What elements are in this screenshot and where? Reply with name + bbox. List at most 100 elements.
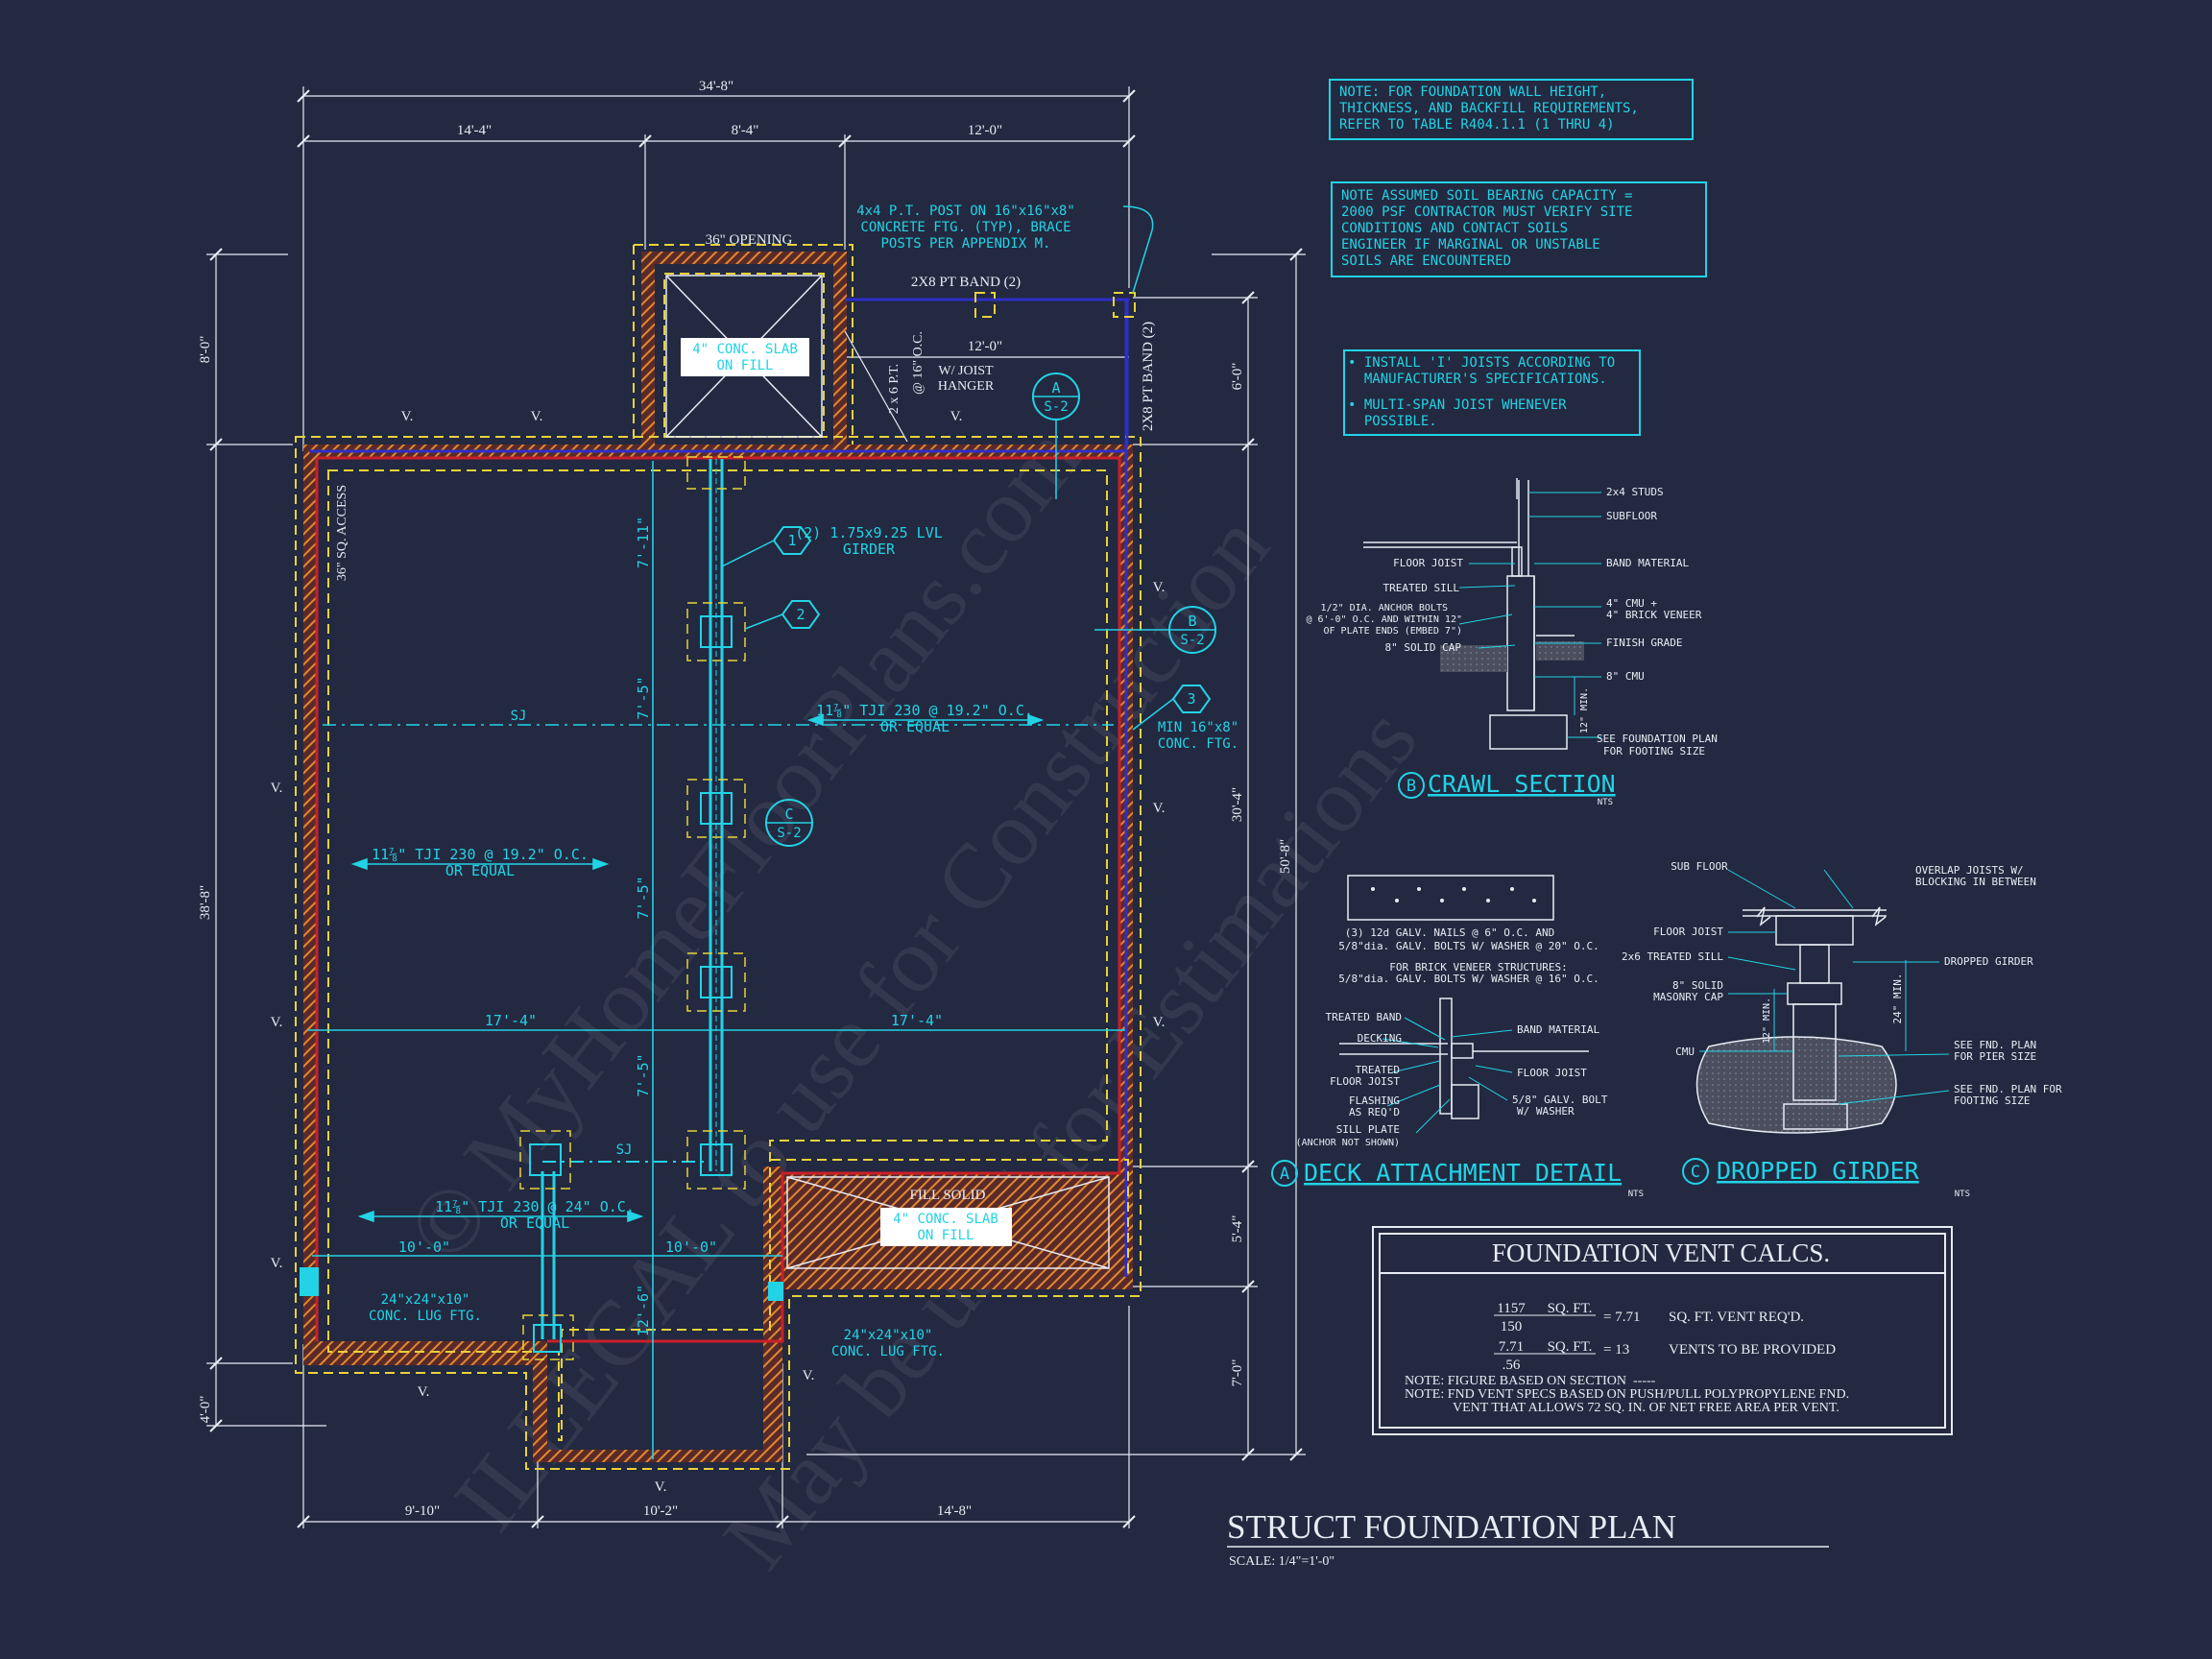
tag-3: 3 bbox=[1187, 690, 1195, 708]
crawl-label: TREATED SILL bbox=[1383, 582, 1460, 594]
tag-2: 2 bbox=[796, 606, 805, 623]
girder-label: 12" MIN. bbox=[1762, 998, 1772, 1044]
calc-1-den: 150 bbox=[1501, 1319, 1523, 1334]
vent-mark: V. bbox=[655, 1479, 667, 1495]
vent-mark: V. bbox=[950, 409, 963, 424]
girder-title-letter: C bbox=[1691, 1163, 1700, 1182]
joist-hanger-line-2: HANGER bbox=[938, 379, 995, 394]
dim-right-inner-4: 7'-0" bbox=[1230, 1359, 1245, 1387]
callouts bbox=[721, 373, 1216, 847]
vent-note-3: VENT THAT ALLOWS 72 SQ. IN. OF NET FREE … bbox=[1453, 1401, 1839, 1415]
joist-note-line-3: • MULTI-SPAN JOIST WHENEVER bbox=[1348, 397, 1567, 413]
slab-bottom-line-1: 4" CONC. SLAB bbox=[893, 1212, 998, 1227]
span-2: 7'-5" bbox=[635, 676, 652, 719]
callout-a-sheet: S-2 bbox=[1044, 399, 1068, 415]
deck-label: TREATED bbox=[1356, 1064, 1400, 1076]
post-note-line-1: 4x4 P.T. POST ON 16"x16"x8" bbox=[856, 204, 1075, 219]
girder-label: 24" MIN. bbox=[1891, 974, 1904, 1024]
joist-bottom-line-1: 11⅞" TJI 230 @ 24" O.C. bbox=[435, 1198, 635, 1215]
span-4: 7'-5" bbox=[635, 1053, 652, 1096]
fill-solid-label: FILL SOLID bbox=[909, 1188, 985, 1203]
girder-label: 8" SOLID bbox=[1672, 979, 1723, 992]
callout-c-sheet: S-2 bbox=[777, 826, 801, 841]
dim-bottom-seg-1: 9'-10" bbox=[405, 1503, 440, 1519]
lug-right-line-2: CONC. LUG FTG. bbox=[831, 1344, 945, 1359]
crawl-label: SEE FOUNDATION PLAN bbox=[1597, 733, 1718, 745]
access-label: 36" SQ. ACCESS bbox=[335, 485, 349, 581]
crawl-title: CRAWL SECTION bbox=[1428, 770, 1616, 798]
crawl-label: @ 6'-0" O.C. AND WITHIN 12" bbox=[1306, 614, 1462, 625]
girder-label: SEE FND. PLAN bbox=[1954, 1039, 2036, 1051]
wall-inner-line bbox=[315, 456, 1121, 1343]
calc-1-desc: SQ. FT. VENT REQ'D. bbox=[1669, 1310, 1804, 1325]
deck-label: FLOOR JOIST bbox=[1330, 1075, 1400, 1088]
deck-label: DECKING bbox=[1358, 1032, 1402, 1045]
sheet-scale: SCALE: 1/4"=1'-0" bbox=[1229, 1554, 1334, 1569]
calc-1-num: 1157 bbox=[1497, 1301, 1526, 1316]
girder-label: SEE FND. PLAN FOR bbox=[1954, 1083, 2062, 1095]
post-note-line-3: POSTS PER APPENDIX M. bbox=[880, 236, 1050, 252]
soil-note-line-4: ENGINEER IF MARGINAL OR UNSTABLE bbox=[1341, 237, 1600, 252]
calc-1-result: = 7.71 bbox=[1603, 1310, 1640, 1325]
slab-bottom-line-2: ON FILL bbox=[917, 1228, 974, 1243]
girder-line-1: (2) 1.75x9.25 LVL bbox=[795, 524, 943, 541]
dropped-girder-detail: SUB FLOOR OVERLAP JOISTS W/ BLOCKING IN … bbox=[1622, 860, 2062, 1199]
girder-label: MASONRY CAP bbox=[1653, 991, 1723, 1003]
girder-label: SUB FLOOR bbox=[1671, 860, 1728, 873]
joist-right-line-1: 11⅞" TJI 230 @ 19.2" O.C. bbox=[816, 702, 1033, 719]
dimension-lines bbox=[206, 86, 1306, 1528]
crawl-label: 8" CMU bbox=[1606, 670, 1645, 683]
dim-right-inner-2: 30'-4" bbox=[1230, 787, 1245, 822]
vent-note-2: NOTE: FND VENT SPECS BASED ON PUSH/PULL … bbox=[1405, 1387, 1849, 1402]
deck-label: 5/8" GALV. BOLT bbox=[1512, 1094, 1608, 1106]
dim-left-seg-3: 4'-0" bbox=[198, 1396, 213, 1424]
joist-note-line-1: • INSTALL 'I' JOISTS ACCORDING TO bbox=[1348, 355, 1615, 371]
vent-marks: V. V. V. V. V. V. V. V. V. V. V. V. bbox=[271, 409, 1166, 1495]
dim-right-inner-3: 5'-4" bbox=[1230, 1215, 1245, 1243]
span-17b: 17'-4" bbox=[891, 1012, 943, 1029]
crawl-label: FOR FOOTING SIZE bbox=[1603, 745, 1705, 757]
lug-left-line-2: CONC. LUG FTG. bbox=[369, 1309, 482, 1324]
slab-top-line-2: ON FILL bbox=[716, 358, 773, 373]
slab-top-tag-bg bbox=[681, 338, 809, 376]
crawl-label: OF PLATE ENDS (EMBED 7") bbox=[1324, 626, 1463, 637]
porch-footing bbox=[633, 244, 854, 445]
dim-left-seg-2: 38'-8" bbox=[198, 885, 213, 920]
vent-calcs-title: FOUNDATION VENT CALCS. bbox=[1492, 1238, 1830, 1267]
sj-label-2: SJ bbox=[616, 1142, 633, 1158]
plan-labels: 36" OPENING 2X8 PT BAND (2) 2X8 PT BAND … bbox=[335, 204, 1238, 1359]
vent-mark: V. bbox=[401, 409, 414, 424]
calc-2-unit: SQ. FT. bbox=[1548, 1339, 1593, 1355]
deck-nts: NTS bbox=[1628, 1190, 1644, 1199]
deck-label: 5/8"dia. GALV. BOLTS W/ WASHER @ 20" O.C… bbox=[1338, 940, 1599, 952]
crawl-leaders bbox=[1458, 492, 1601, 738]
girder-title: DROPPED GIRDER bbox=[1717, 1157, 1920, 1185]
span-10a: 10'-0" bbox=[398, 1238, 450, 1256]
deck-label: (3) 12d GALV. NAILS @ 6" O.C. AND bbox=[1345, 926, 1555, 939]
joist-note-line-4: POSSIBLE. bbox=[1348, 414, 1437, 429]
wall-note-line-1: NOTE: FOR FOUNDATION WALL HEIGHT, bbox=[1339, 84, 1606, 100]
deck-label: 5/8"dia. GALV. BOLTS W/ WASHER @ 16" O.C… bbox=[1338, 973, 1599, 985]
joist-bottom-line-2: OR EQUAL bbox=[500, 1214, 569, 1232]
callout-b-letter: B bbox=[1188, 613, 1196, 630]
lug-left-line-1: 24"x24"x10" bbox=[381, 1292, 470, 1308]
deck-label: BAND MATERIAL bbox=[1517, 1023, 1599, 1036]
calc-2-den: .56 bbox=[1503, 1358, 1521, 1373]
callout-texts: A S-2 B S-2 C S-2 1 2 3 bbox=[777, 379, 1204, 841]
crawl-label: 12" MIN. bbox=[1579, 687, 1590, 733]
deck-leaders bbox=[1382, 1017, 1513, 1134]
girder-label: OVERLAP JOISTS W/ bbox=[1915, 864, 2024, 877]
deck-label: W/ WASHER bbox=[1517, 1105, 1575, 1118]
dim-left-seg-1: 8'-0" bbox=[198, 336, 213, 364]
girder-label: 2x6 TREATED SILL bbox=[1622, 950, 1723, 963]
callout-a-letter: A bbox=[1051, 379, 1060, 397]
callout-b-sheet: S-2 bbox=[1180, 633, 1204, 648]
dim-bottom-seg-3: 14'-8" bbox=[937, 1503, 972, 1519]
wall-note-line-2: THICKNESS, AND BACKFILL REQUIREMENTS, bbox=[1339, 101, 1639, 116]
girder-line-2: GIRDER bbox=[843, 541, 896, 558]
dim-top-seg-2: 8'-4" bbox=[732, 123, 759, 138]
span-10b: 10'-0" bbox=[665, 1238, 717, 1256]
girder-label: BLOCKING IN BETWEEN bbox=[1915, 876, 2036, 888]
tag-1: 1 bbox=[787, 532, 796, 549]
vent-note-1: NOTE: FIGURE BASED ON SECTION ----- bbox=[1405, 1374, 1656, 1388]
